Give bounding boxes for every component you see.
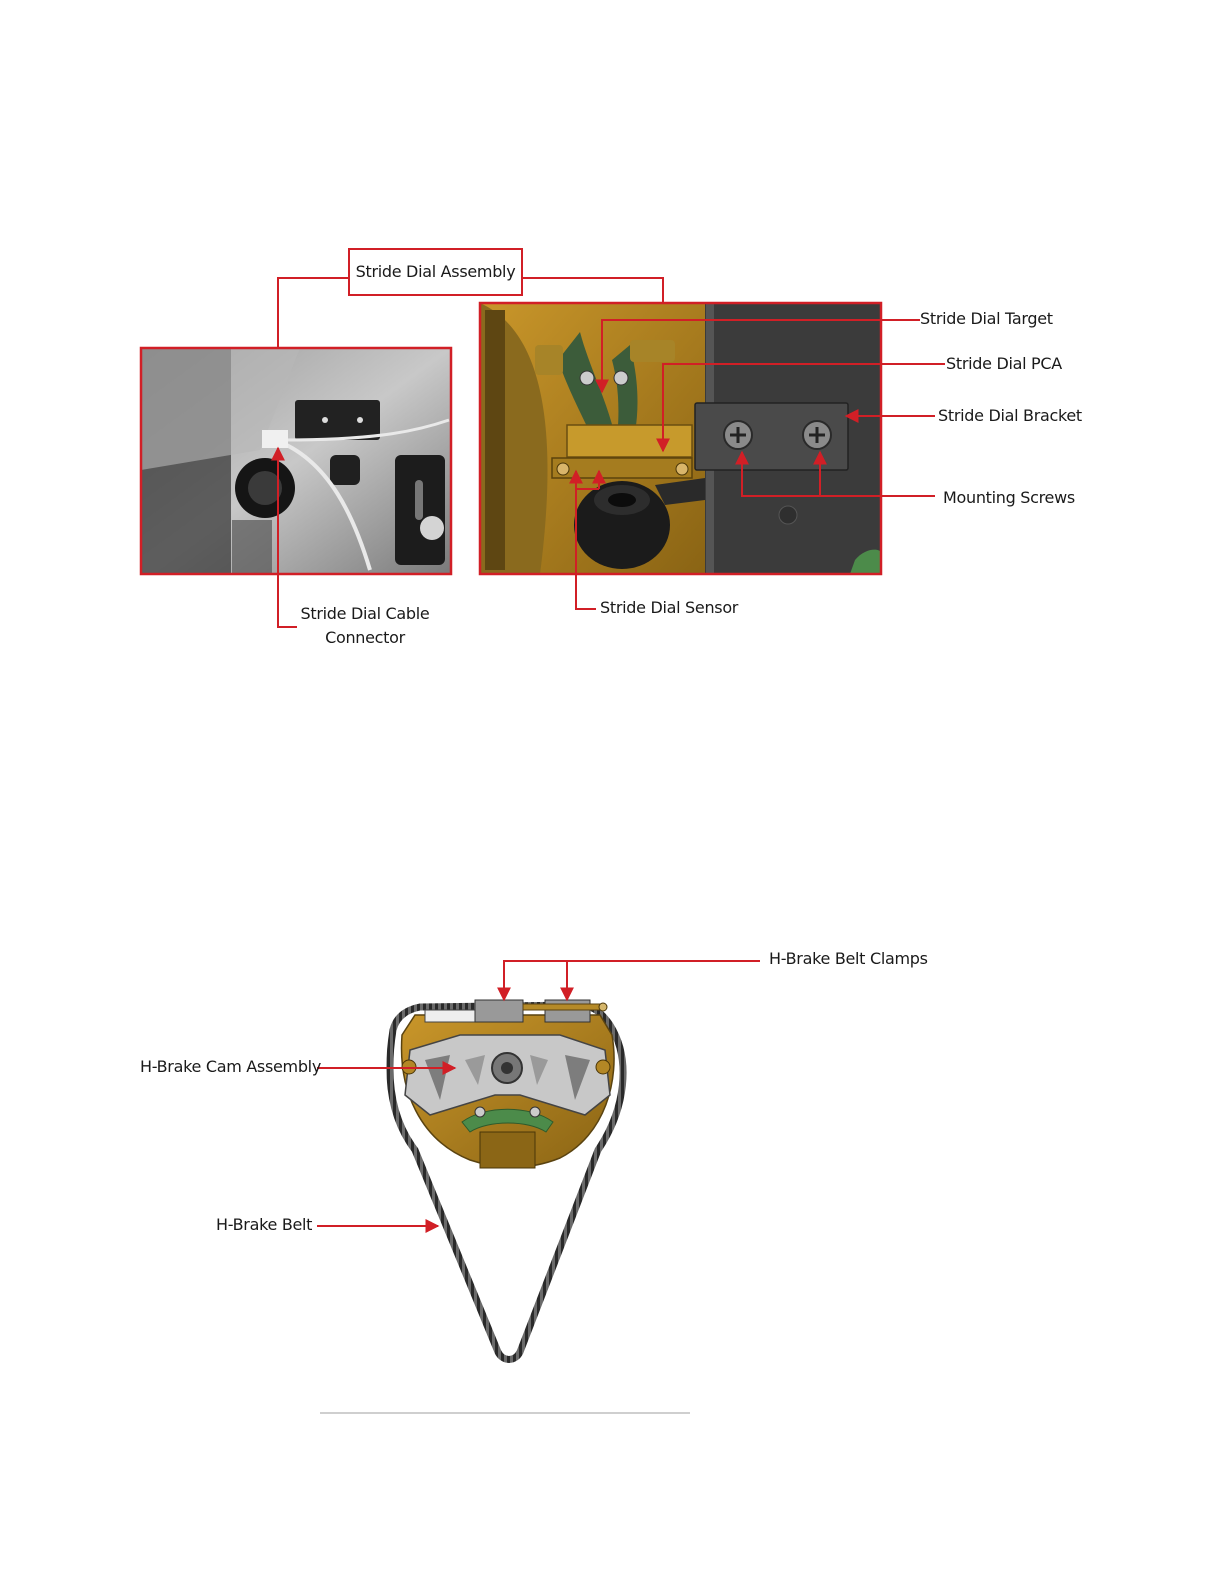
label-stride-dial-bracket: Stride Dial Bracket bbox=[938, 406, 1082, 426]
label-stride-dial-target: Stride Dial Target bbox=[920, 309, 1053, 329]
label-cable-line2: Connector bbox=[300, 628, 430, 648]
render-h-brake bbox=[390, 1000, 623, 1360]
divider-line bbox=[320, 1412, 690, 1414]
label-stride-dial-sensor: Stride Dial Sensor bbox=[600, 598, 738, 618]
label-h-brake-belt-clamps: H-Brake Belt Clamps bbox=[769, 949, 928, 969]
stride-dial-assembly-box: Stride Dial Assembly bbox=[348, 248, 523, 296]
render-stride-dial bbox=[480, 303, 881, 574]
label-stride-dial-assembly: Stride Dial Assembly bbox=[356, 262, 516, 282]
label-cable-line1: Stride Dial Cable bbox=[300, 604, 430, 624]
photo-cable-connector bbox=[141, 348, 451, 574]
label-mounting-screws: Mounting Screws bbox=[943, 488, 1075, 508]
label-stride-dial-pca: Stride Dial PCA bbox=[946, 354, 1062, 374]
label-h-brake-belt: H-Brake Belt bbox=[216, 1215, 312, 1235]
label-h-brake-cam-assembly: H-Brake Cam Assembly bbox=[140, 1057, 321, 1077]
label-stride-dial-cable-connector: Stride Dial Cable Connector bbox=[300, 604, 430, 648]
